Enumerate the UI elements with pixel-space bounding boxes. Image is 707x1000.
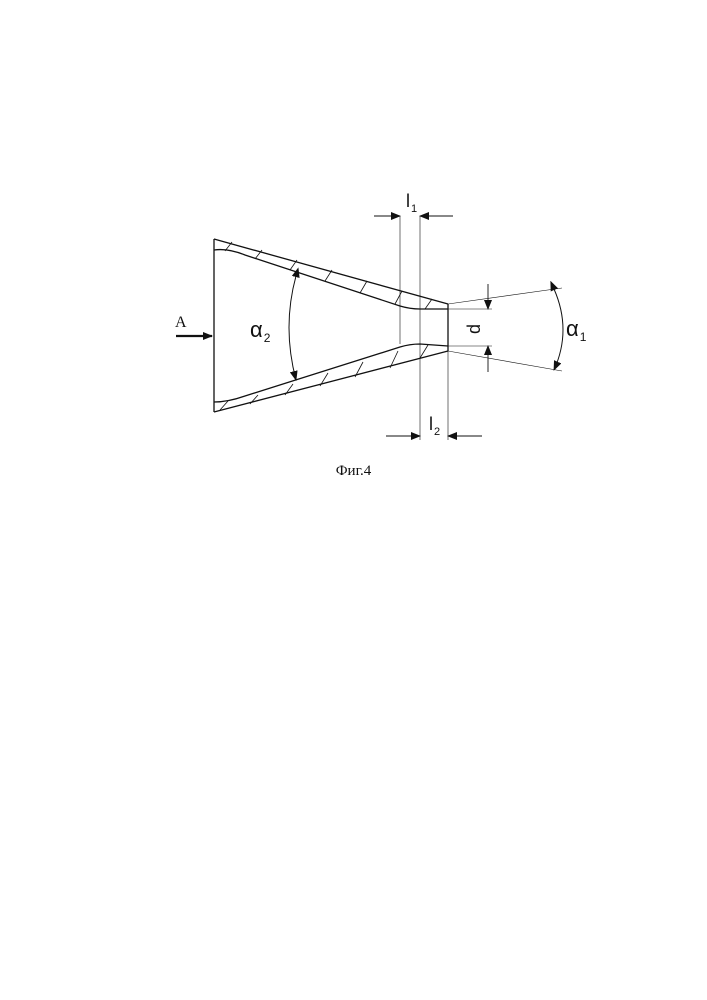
alpha1-lower-ray <box>448 351 562 371</box>
figure-caption: Фиг.4 <box>0 463 707 480</box>
alpha2-arc <box>289 276 296 380</box>
l1-label: l1 <box>406 191 417 215</box>
d-label: d <box>464 324 484 334</box>
alpha1-arc <box>554 289 563 370</box>
alpha1-upper-ray <box>448 288 562 304</box>
alpha1-label: α1 <box>566 316 587 344</box>
top-wall-inner <box>214 250 448 309</box>
bottom-wall-inner <box>214 344 448 402</box>
alpha2-label: α2 <box>250 317 271 345</box>
l2-label: l2 <box>429 414 440 438</box>
flow-arrow-label: A <box>175 314 187 331</box>
bottom-wall-outer <box>214 351 448 412</box>
